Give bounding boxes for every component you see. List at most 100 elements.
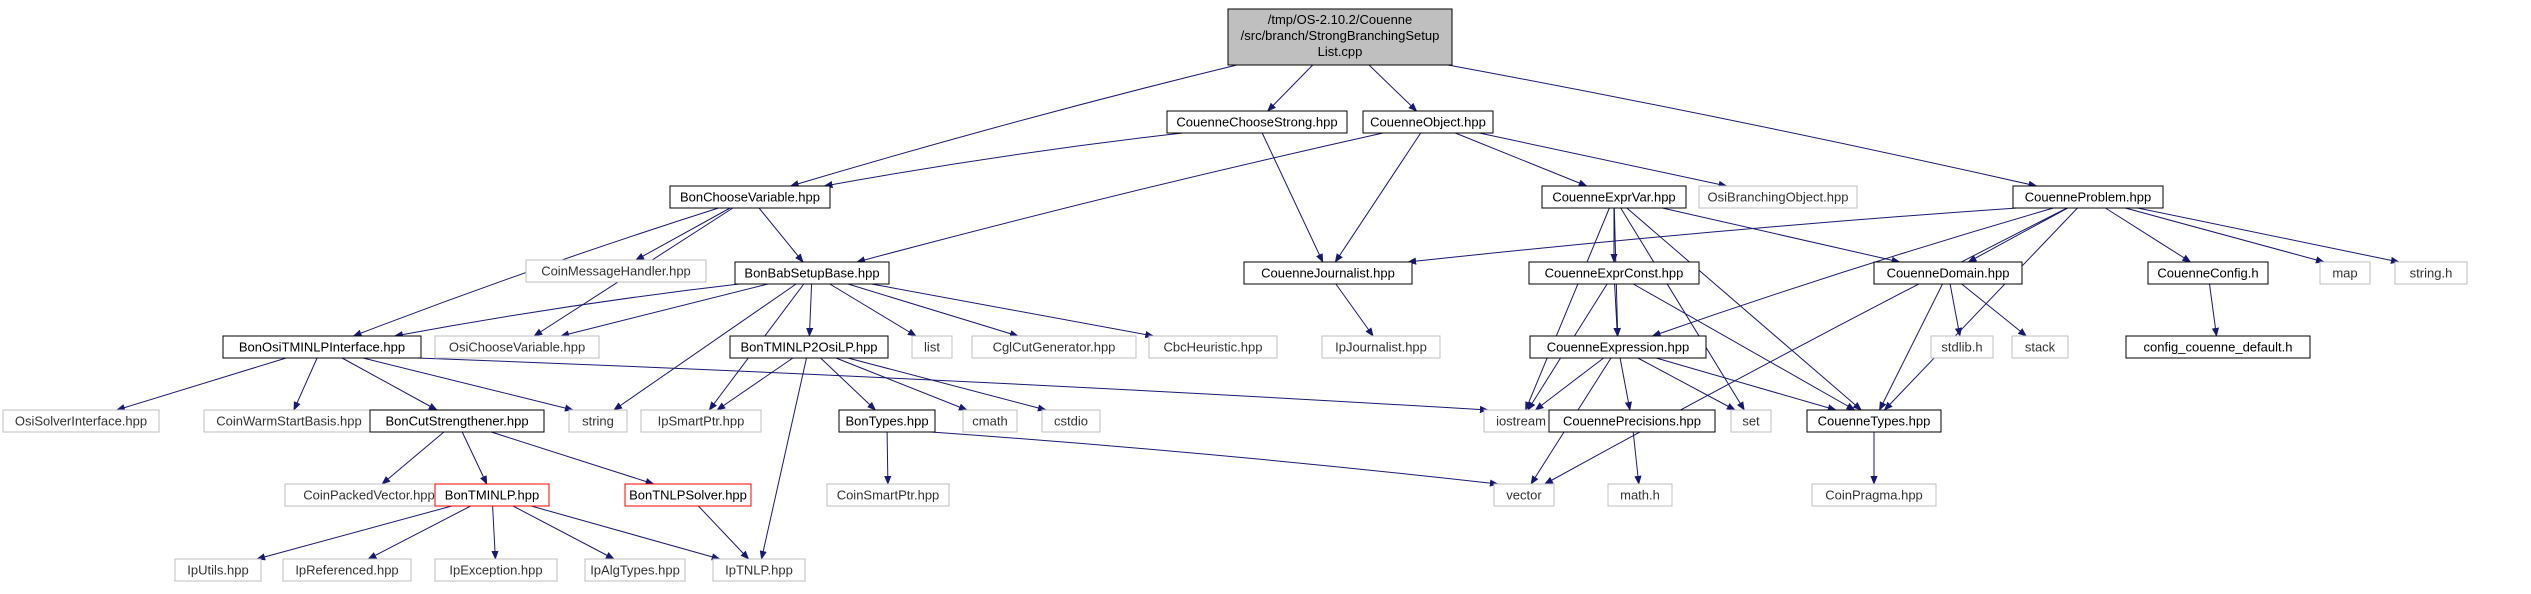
node-coin-pragma[interactable]: CoinPragma.hpp (1811, 483, 1937, 507)
node-label: CouenneProblem.hpp (2025, 190, 2151, 205)
node-map[interactable]: map (2319, 261, 2371, 285)
node-couenne-problem[interactable]: CouenneProblem.hpp (2012, 185, 2164, 209)
node-cstdio[interactable]: cstdio (1041, 409, 1101, 433)
node-cmath[interactable]: cmath (962, 409, 1018, 433)
node-ip-tnlp[interactable]: IpTNLP.hpp (712, 558, 806, 582)
node-ip-smart-ptr[interactable]: IpSmartPtr.hpp (640, 409, 762, 433)
edge-bon-tminlp-to-ip-tnlp (531, 505, 721, 561)
node-ip-alg-types[interactable]: IpAlgTypes.hpp (584, 558, 686, 582)
node-list[interactable]: list (911, 335, 953, 359)
node-box (584, 558, 686, 582)
node-bon-cut-strengthener[interactable]: BonCutStrengthener.hpp (369, 409, 545, 433)
node-box (568, 409, 628, 433)
node-couenne-journalist[interactable]: CouenneJournalist.hpp (1243, 261, 1413, 285)
node-couenne-expression[interactable]: CouenneExpression.hpp (1529, 335, 1707, 359)
node-ip-referenced[interactable]: IpReferenced.hpp (282, 558, 412, 582)
node-coin-smart-ptr[interactable]: CoinSmartPtr.hpp (826, 483, 950, 507)
node-string-h[interactable]: string.h (2394, 261, 2468, 285)
node-osi-branching-object[interactable]: OsiBranchingObject.hpp (1698, 185, 1858, 209)
edge-couenne-problem-to-couenne-types (1883, 207, 2078, 411)
node-string[interactable]: string (568, 409, 628, 433)
node-couenne-object[interactable]: CouenneObject.hpp (1362, 110, 1494, 134)
node-label: CbcHeuristic.hpp (1164, 340, 1263, 355)
node-bon-tminlp[interactable]: BonTMINLP.hpp (434, 483, 550, 507)
node-label: BonChooseVariable.hpp (680, 190, 820, 205)
node-vector[interactable]: vector (1493, 483, 1555, 507)
node-coin-message-handler[interactable]: CoinMessageHandler.hpp (525, 259, 707, 283)
node-box (1362, 110, 1494, 134)
node-coin-warm-start-basis[interactable]: CoinWarmStartBasis.hpp (203, 409, 375, 433)
edge-couenne-object-to-couenne-expr-var (1455, 132, 1588, 187)
node-box (1529, 335, 1707, 359)
node-coin-packed-vector[interactable]: CoinPackedVector.hpp (284, 483, 454, 507)
edge-root-to-couenne-problem (1447, 64, 2038, 188)
node-osi-choose-variable[interactable]: OsiChooseVariable.hpp (434, 335, 600, 359)
node-label: OsiBranchingObject.hpp (1708, 190, 1849, 205)
node-box (640, 409, 762, 433)
edge-choose-strong-to-bon-choose-variable (823, 132, 1183, 189)
node-iostream[interactable]: iostream (1483, 409, 1559, 433)
node-box (1148, 335, 1278, 359)
node-math-h[interactable]: math.h (1607, 483, 1673, 507)
node-ip-journalist[interactable]: IpJournalist.hpp (1321, 335, 1441, 359)
edge-bon-tminlp-to-ip-referenced (367, 505, 471, 560)
node-couenne-expr-var[interactable]: CouenneExprVar.hpp (1541, 185, 1687, 209)
edge-bon-osi-tminlpinterface-to-bon-cut-strengthener (341, 357, 438, 411)
node-bon-types[interactable]: BonTypes.hpp (838, 409, 936, 433)
node-ip-exception[interactable]: IpException.hpp (434, 558, 558, 582)
node-couenne-expr-const[interactable]: CouenneExprConst.hpp (1528, 261, 1700, 285)
node-label: CoinSmartPtr.hpp (837, 488, 940, 503)
node-couenne-types[interactable]: CouenneTypes.hpp (1806, 409, 1942, 433)
edge-bon-tminlp-to-ip-exception (491, 505, 499, 560)
edge-bon-tnlpsolver-to-ip-tnlp (698, 505, 750, 560)
nodes-layer: /tmp/OS-2.10.2/Couenne/src/branch/Strong… (2, 8, 2468, 582)
root-label-line: /tmp/OS-2.10.2/Couenne (1268, 12, 1413, 27)
edge-couenne-problem-to-couenne-expression (1651, 207, 2054, 337)
node-box (1528, 261, 1700, 285)
node-bon-choose-variable[interactable]: BonChooseVariable.hpp (669, 185, 831, 209)
edge-couenne-domain-to-couenne-types (1879, 283, 1943, 411)
edge-couenne-expression-to-set (1637, 357, 1736, 411)
node-cbc-heuristic[interactable]: CbcHeuristic.hpp (1148, 335, 1278, 359)
edge-couenne-problem-to-vector (1544, 207, 2068, 485)
edge-couenne-expr-var-to-iostream (1525, 207, 1610, 411)
edge-bon-bab-setup-base-to-osi-choose-variable (560, 283, 769, 338)
edge-bon-bab-setup-base-to-bon-tminlp2-osi-lp (806, 283, 814, 337)
node-label: OsiSolverInterface.hpp (15, 414, 147, 429)
node-bon-bab-setup-base[interactable]: BonBabSetupBase.hpp (734, 261, 890, 285)
node-config-couenne-default[interactable]: config_couenne_default.h (2125, 335, 2311, 359)
edge-bon-osi-tminlpinterface-to-string (362, 357, 574, 412)
node-couenne-precisions[interactable]: CouennePrecisions.hpp (1548, 409, 1716, 433)
node-box (2147, 261, 2269, 285)
node-label: IpException.hpp (449, 563, 542, 578)
node-choose-strong[interactable]: CouenneChooseStrong.hpp (1166, 110, 1348, 134)
edge-couenne-expr-var-to-set (1620, 207, 1745, 411)
edge-bon-tminlp2-osi-lp-to-ip-tnlp (759, 357, 807, 560)
node-label: list (924, 340, 940, 355)
node-stack[interactable]: stack (2011, 335, 2069, 359)
node-bon-tnlpsolver[interactable]: BonTNLPSolver.hpp (624, 483, 752, 507)
node-couenne-config[interactable]: CouenneConfig.h (2147, 261, 2269, 285)
node-bon-tminlp2-osi-lp[interactable]: BonTMINLP2OsiLP.hpp (729, 335, 889, 359)
node-bon-osi-tminlpinterface[interactable]: BonOsiTMINLPInterface.hpp (222, 335, 422, 359)
node-label: BonOsiTMINLPInterface.hpp (239, 340, 405, 355)
node-cgl-cut-generator[interactable]: CglCutGenerator.hpp (971, 335, 1137, 359)
node-box (1227, 8, 1453, 66)
node-label: BonTMINLP2OsiLP.hpp (740, 340, 877, 355)
node-stdlib-h[interactable]: stdlib.h (1930, 335, 1994, 359)
edge-couenne-object-to-osi-branching-object (1479, 132, 1728, 188)
node-label: IpSmartPtr.hpp (658, 414, 745, 429)
node-ip-utils[interactable]: IpUtils.hpp (174, 558, 262, 582)
node-osi-solver-interface[interactable]: OsiSolverInterface.hpp (2, 409, 160, 433)
node-set[interactable]: set (1730, 409, 1772, 433)
node-label: iostream (1496, 414, 1546, 429)
node-label: BonTNLPSolver.hpp (629, 488, 747, 503)
node-couenne-domain[interactable]: CouenneDomain.hpp (1873, 261, 2023, 285)
edge-bon-cut-strengthener-to-coin-packed-vector (381, 431, 445, 485)
node-label: CouenneTypes.hpp (1818, 414, 1931, 429)
node-label: CouenneExpression.hpp (1547, 340, 1689, 355)
edge-couenne-expr-const-to-couenne-expression (1613, 283, 1621, 337)
node-box (2011, 335, 2069, 359)
edge-choose-strong-to-couenne-journalist (1261, 132, 1324, 263)
node-label: math.h (1620, 488, 1660, 503)
